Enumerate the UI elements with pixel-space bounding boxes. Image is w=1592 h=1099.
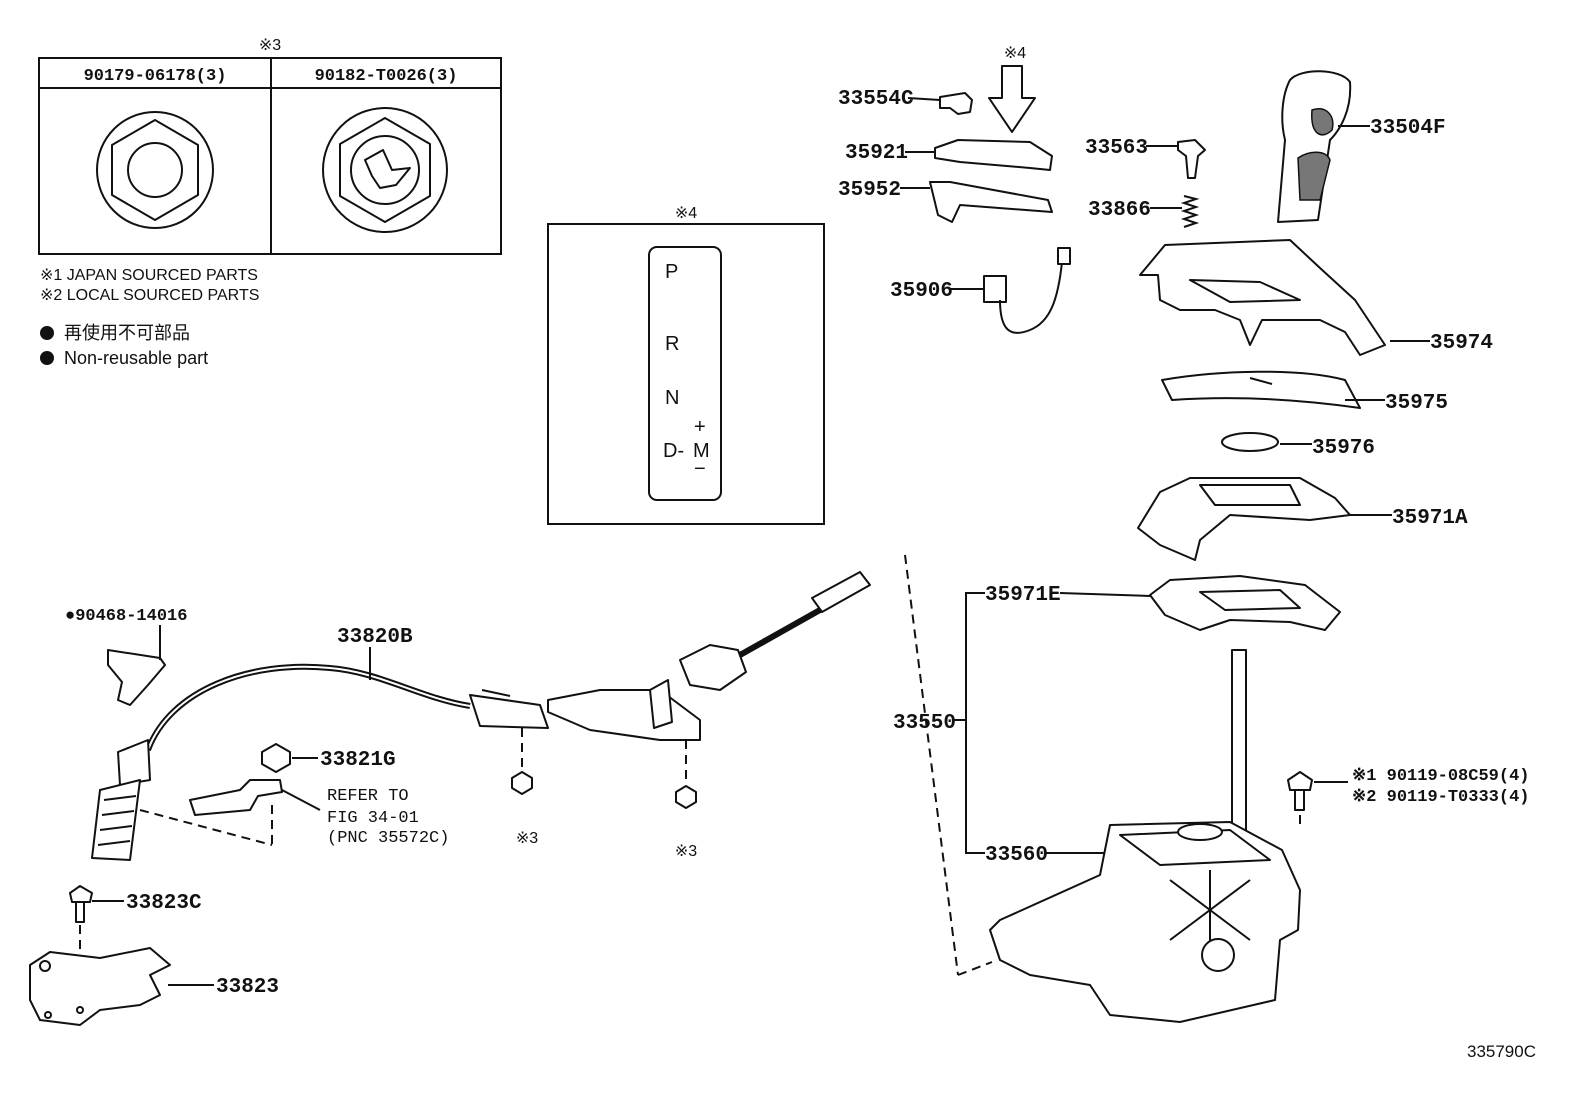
callout-35971e: 35971E: [985, 584, 1061, 607]
gate-minus: −: [694, 458, 706, 480]
callout-33554c: 33554C: [838, 88, 914, 111]
part-33554c: 33554C: [838, 88, 973, 115]
nut-left: ※3: [511, 728, 538, 847]
callout-bolt-japan: ※1 90119-08C59(4): [1352, 767, 1529, 786]
part-33823: 33823: [29, 947, 279, 1026]
part-33821g: 33821G: [261, 743, 396, 773]
callout-35976: 35976: [1312, 437, 1375, 460]
gate-position-d: D-: [663, 440, 684, 462]
gate-plus: +: [694, 416, 706, 438]
arrow-mark: ※4: [1004, 45, 1026, 62]
part-33823c: 33823C: [69, 885, 202, 1010]
callout-33504f: 33504F: [1370, 117, 1446, 140]
part-35976: 35976: [1221, 432, 1375, 460]
part-35971a: 35971A: [1137, 477, 1468, 561]
part-33563: 33563: [1085, 137, 1206, 179]
callout-33821g: 33821G: [320, 749, 396, 772]
callout-33823: 33823: [216, 976, 279, 999]
part-33820b: 33820B: [91, 571, 871, 861]
nut-right-mark: ※3: [675, 843, 697, 860]
down-arrow-icon: ※4: [988, 45, 1036, 133]
refer-line-3: (PNC 35572C): [327, 829, 449, 848]
part-35921: 35921: [845, 139, 1053, 171]
part-35971e: 35971E: [985, 575, 1341, 631]
callout-33563: 33563: [1085, 137, 1148, 160]
callout-35952: 35952: [838, 179, 901, 202]
figure-id: 335790C: [1467, 1042, 1536, 1061]
assembly-bracket-33550: 33550: [893, 592, 985, 854]
part-33866: 33866: [1088, 195, 1200, 228]
callout-35906: 35906: [890, 280, 953, 303]
table-header-mark: ※3: [259, 37, 281, 54]
callout-33550: 33550: [893, 712, 956, 735]
bullet-icon: [40, 326, 54, 340]
callout-35921: 35921: [845, 142, 908, 165]
callout-33820b: 33820B: [337, 626, 413, 649]
callout-33823c: 33823C: [126, 892, 202, 915]
callout-35971a: 35971A: [1392, 507, 1468, 530]
shift-gate-panel: ※4 P R N D- M + −: [547, 205, 825, 525]
refer-line-1: REFER TO: [327, 787, 409, 806]
nut-right: ※3: [675, 740, 697, 860]
note-japan-sourced: ※1 JAPAN SOURCED PARTS: [40, 267, 258, 284]
callout-35975: 35975: [1385, 392, 1448, 415]
lock-nut-icon: [322, 107, 448, 233]
gate-position-m: M: [693, 440, 710, 462]
gate-panel-mark: ※4: [675, 205, 697, 222]
callout-33560: 33560: [985, 844, 1048, 867]
refer-line-2: FIG 34-01: [327, 809, 419, 828]
part-35974: 35974: [1139, 239, 1493, 356]
callout-90468-14016: ●90468-14016: [65, 607, 187, 626]
gate-position-n: N: [665, 387, 679, 409]
nonreusable-label-en: Non-reusable part: [64, 348, 208, 368]
note-local-sourced: ※2 LOCAL SOURCED PARTS: [40, 287, 259, 304]
gate-position-r: R: [665, 333, 679, 355]
part-35906: 35906: [890, 247, 1071, 334]
connection-dashed-line: [904, 554, 959, 976]
callout-33866: 33866: [1088, 199, 1151, 222]
legend-notes: ※1 JAPAN SOURCED PARTS ※2 LOCAL SOURCED …: [40, 267, 259, 368]
part-35975: 35975: [1161, 370, 1448, 415]
part-90468-14016: ●90468-14016: [65, 607, 187, 706]
bolt-90119: ※1 90119-08C59(4) ※2 90119-T0333(4): [1287, 767, 1529, 830]
part-35952: 35952: [838, 179, 1053, 223]
fastener-table: ※3 90179-06178(3) 90182-T0026(3): [38, 37, 502, 255]
nut-left-mark: ※3: [516, 830, 538, 847]
part-33560: 33560: [985, 649, 1301, 1023]
callout-bolt-local: ※2 90119-T0333(4): [1352, 788, 1529, 807]
table-col2-part-number: 90182-T0026(3): [315, 67, 458, 86]
refer-bracket: REFER TO FIG 34-01 (PNC 35572C): [139, 779, 449, 848]
callout-35974: 35974: [1430, 332, 1493, 355]
nonreusable-label-jp: 再使用不可部品: [64, 323, 190, 343]
hex-nut-icon: [96, 111, 214, 229]
part-33504f: 33504F: [1277, 70, 1446, 223]
table-col1-part-number: 90179-06178(3): [84, 67, 227, 86]
gate-position-p: P: [665, 261, 678, 283]
bullet-icon: [40, 351, 54, 365]
